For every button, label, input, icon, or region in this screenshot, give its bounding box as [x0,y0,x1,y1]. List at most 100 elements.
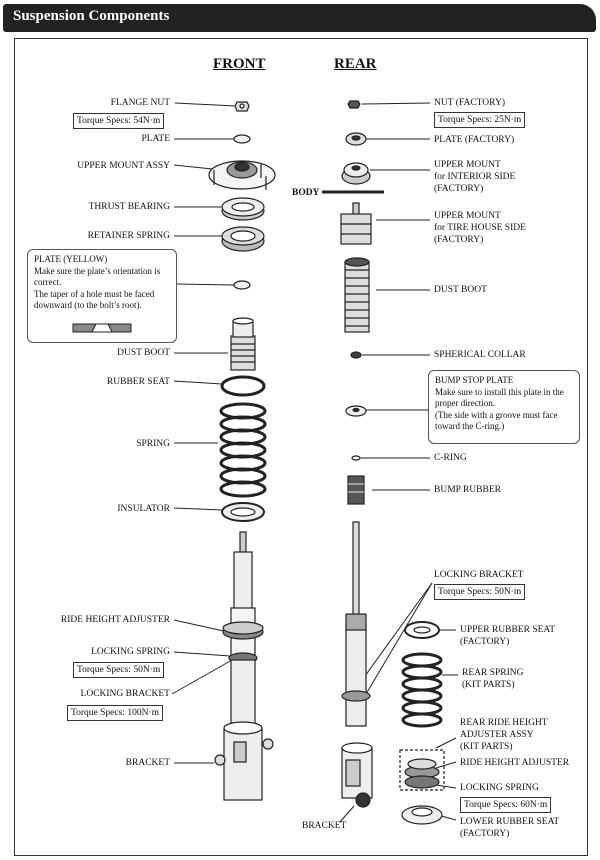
rear-dust-boot [344,257,370,333]
label-c-ring: C-RING [434,453,467,463]
rear-leader-lines [339,102,458,823]
label-rear-dust-boot: DUST BOOT [434,285,487,295]
front-rubber-seat [220,375,266,397]
front-thrust-bearing [221,197,265,221]
label-upper-mount-tire-2: for TIRE HOUSE SIDE [434,223,526,233]
label-flange-nut: FLANGE NUT [110,98,170,108]
label-rubber-seat: RUBBER SEAT [106,377,170,387]
front-bracket [214,721,274,801]
label-rear-rh-assy-3: (KIT PARTS) [460,742,513,752]
front-dust-boot [230,317,256,371]
label-rear-rh-assy-1: REAR RIDE HEIGHT [460,718,548,728]
note-yellow-plate-line4: downward (to the bolt’s root). [34,300,142,310]
rear-rh-assy-box [399,749,445,791]
label-spring: SPRING [136,439,170,449]
label-locking-spring: LOCKING SPRING [91,647,170,657]
label-bracket: BRACKET [125,758,170,768]
plate-taper-icon [72,323,132,333]
rear-upper-mount-interior [341,162,371,185]
label-plate: PLATE [141,134,171,144]
rear-ride-height-adjuster [404,758,440,789]
label-spherical-collar: SPHERICAL COLLAR [434,350,526,360]
front-flange-nut [234,101,250,112]
note-yellow-plate-line2: correct. [34,277,62,287]
rear-bump-rubber [347,475,365,505]
front-insulator [221,502,265,522]
label-rear-locking-bracket: LOCKING BRACKET [434,570,524,580]
torque-rear-locking-spring: Torque Specs: 60N·m [460,797,552,813]
label-locking-bracket: LOCKING BRACKET [80,689,170,699]
label-rear-bracket: BRACKET [302,821,347,831]
front-plate [233,134,251,144]
label-upper-mount-tire-3: (FACTORY) [434,235,484,245]
label-lower-rubber-seat: LOWER RUBBER SEAT (FACTORY) [460,816,559,840]
label-rear-rh-assy: REAR RIDE HEIGHT ADJUSTER ASSY (KIT PART… [460,717,548,753]
note-bump-line2: proper direction. [435,398,495,408]
label-ride-height-adjuster: RIDE HEIGHT ADJUSTER [60,615,170,625]
label-upper-rubber-seat-1: UPPER RUBBER SEAT [460,625,556,635]
label-dust-boot: DUST BOOT [117,348,170,358]
note-bump-stop-plate: BUMP STOP PLATE Make sure to install thi… [428,370,580,444]
front-yellow-plate [233,280,251,290]
torque-rear-locking-bracket: Torque Specs: 50N·m [434,584,526,600]
front-header: FRONT [213,56,266,72]
note-yellow-plate: PLATE (YELLOW) Make sure the plate’s ori… [27,249,177,343]
label-lower-rubber-seat-1: LOWER RUBBER SEAT [460,817,560,827]
page-title: Suspension Components [13,8,170,24]
label-thrust-bearing: THRUST BEARING [88,202,170,212]
label-upper-mount-tire: UPPER MOUNT for TIRE HOUSE SIDE (FACTORY… [434,210,526,246]
label-upper-mount-interior: UPPER MOUNT for INTERIOR SIDE (FACTORY) [434,159,515,195]
label-upper-rubber-seat-2: (FACTORY) [460,637,510,647]
label-upper-mount-assy: UPPER MOUNT ASSY [77,161,170,171]
front-leader-lines [171,102,237,764]
label-rear-plate: PLATE (FACTORY) [434,135,515,145]
label-rear-spring: REAR SPRING (KIT PARTS) [462,667,524,691]
rear-shock-body [341,521,371,727]
note-bump-line3: (The side with a groove must face [435,409,558,420]
label-upper-mount-interior-3: (FACTORY) [434,184,484,194]
label-upper-mount-interior-1: UPPER MOUNT [434,160,501,170]
rear-spring [401,652,443,728]
note-yellow-plate-line1: Make sure the plate’s orientation is [34,265,161,276]
label-upper-rubber-seat: UPPER RUBBER SEAT (FACTORY) [460,624,555,648]
label-rear-locking-spring: LOCKING SPRING [460,783,539,793]
label-bump-rubber: BUMP RUBBER [434,485,501,495]
torque-locking-bracket: Torque Specs: 100N·m [67,705,163,721]
torque-flange-nut: Torque Specs: 54N·m [73,113,165,129]
front-shock-body [222,531,264,727]
front-upper-mount [208,160,276,190]
label-rear-ride-height-adjuster: RIDE HEIGHT ADJUSTER [460,758,570,768]
label-rear-spring-2: (KIT PARTS) [462,680,515,690]
label-insulator: INSULATOR [117,504,170,514]
note-yellow-plate-title: PLATE (YELLOW) [34,254,108,264]
torque-rear-nut: Torque Specs: 25N·m [434,112,526,128]
note-bump-line1: Make sure to install this plate in the [435,386,564,397]
label-upper-mount-tire-1: UPPER MOUNT [434,211,501,221]
torque-locking-spring: Torque Specs: 50N·m [73,662,165,678]
rear-lower-rubber-seat [401,805,443,825]
rear-upper-rubber-seat [404,621,440,639]
rear-header: REAR [334,56,377,72]
label-lower-rubber-seat-2: (FACTORY) [460,829,510,839]
label-rear-nut: NUT (FACTORY) [434,98,505,108]
note-bump-line4: toward the C-ring.) [435,421,505,431]
rear-spherical-collar [350,351,362,359]
label-rear-spring-1: REAR SPRING [462,668,524,678]
rear-bracket [341,742,373,808]
rear-upper-mount-tire [340,202,372,245]
rear-c-ring [351,455,361,461]
label-rear-rh-assy-2: ADJUSTER ASSY [460,730,534,740]
note-yellow-plate-line3: The taper of a hole must be faced [34,288,155,299]
label-retainer-spring: RETAINER SPRING [87,231,170,241]
front-spring [219,402,267,498]
rear-plate [345,132,367,146]
front-retainer-spring [221,226,265,252]
label-body: BODY [292,188,320,198]
rear-bump-stop-plate [345,405,367,417]
rear-nut [347,100,361,109]
title-bar: Suspension Components [3,4,596,32]
note-bump-title: BUMP STOP PLATE [435,375,514,385]
label-upper-mount-interior-2: for INTERIOR SIDE [434,172,516,182]
diagram-frame [14,38,588,856]
